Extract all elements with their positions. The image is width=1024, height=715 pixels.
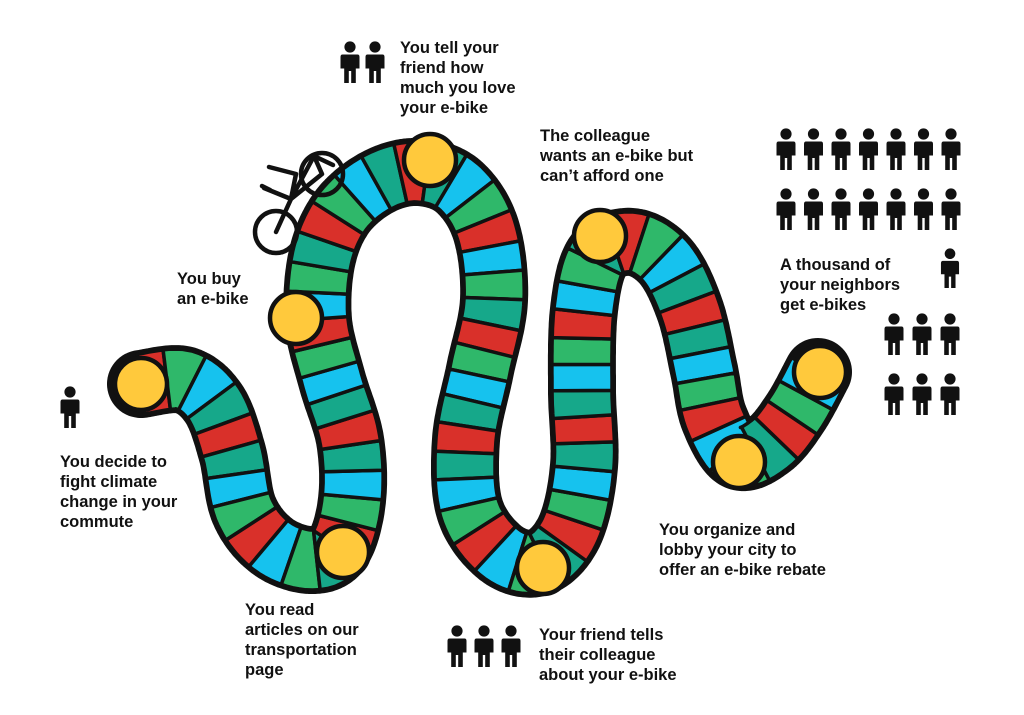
person-icon: [60, 386, 80, 428]
milestone-circle: [267, 289, 325, 347]
milestone-circle: [314, 523, 372, 581]
person-icon: [914, 188, 933, 230]
path-tile: [550, 388, 615, 421]
person-icon: [886, 128, 906, 170]
path-tile: [550, 335, 614, 367]
path-tile: [433, 449, 498, 482]
person-icon: [912, 373, 932, 415]
person-icon: [914, 128, 933, 170]
person-icon: [804, 188, 823, 230]
milestone-circle: [514, 539, 572, 597]
person-icon: [884, 313, 904, 355]
path-tile: [550, 362, 614, 393]
person-icon: [776, 188, 796, 230]
person-icon: [941, 188, 961, 230]
milestone-circle: [112, 355, 170, 413]
person-icon: [831, 128, 851, 170]
person-icon: [831, 188, 851, 230]
path-tile: [320, 468, 385, 502]
milestone-circle: [401, 131, 459, 189]
milestone-circle: [710, 433, 768, 491]
person-icon: [474, 625, 494, 667]
person-icon: [886, 188, 906, 230]
person-icon: [859, 188, 878, 230]
bicycle-icon: [252, 150, 346, 256]
person-icon: [776, 128, 796, 170]
person-icon: [940, 313, 960, 355]
person-icon: [340, 41, 360, 83]
person-icon: [912, 313, 932, 355]
person-icon: [501, 625, 521, 667]
person-icon: [447, 625, 467, 667]
person-icon: [365, 41, 385, 83]
person-icon: [859, 128, 878, 170]
person-icon: [884, 373, 904, 415]
person-icon: [941, 128, 961, 170]
person-icon: [940, 248, 960, 288]
milestones: [112, 131, 849, 597]
milestone-circle: [791, 343, 849, 401]
person-icon: [804, 128, 823, 170]
path-tile: [461, 268, 526, 302]
person-icon: [940, 373, 960, 415]
milestone-circle: [571, 207, 629, 265]
path-tile: [552, 440, 617, 474]
